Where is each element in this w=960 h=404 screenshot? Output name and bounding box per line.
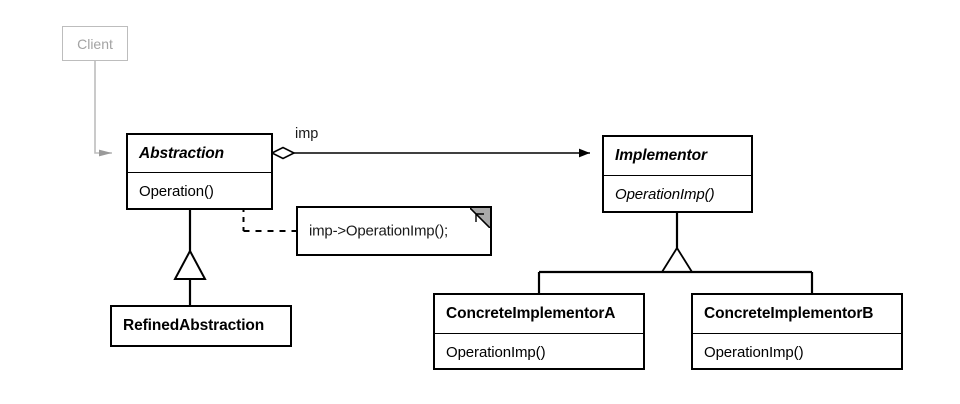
class-box-abstraction[interactable]: Abstraction Operation(): [126, 133, 273, 210]
edge-refinedabstraction-generalization: [173, 210, 207, 305]
class-box-concreteimplementorb[interactable]: ConcreteImplementorB OperationImp(): [691, 293, 903, 370]
association-label-imp: imp: [295, 126, 319, 142]
class-member-implementor-operationimp: OperationImp(): [604, 175, 751, 213]
edge-abstraction-to-implementor: [270, 146, 590, 160]
generalization-triangle-icon: [173, 248, 207, 280]
edge-client-to-abstraction: [94, 61, 112, 157]
class-box-implementor[interactable]: Implementor OperationImp(): [602, 135, 753, 213]
class-name-refinedabstraction: RefinedAbstraction: [123, 317, 265, 334]
class-name-concreteimplementorb: ConcreteImplementorB: [704, 305, 874, 322]
class-box-refinedabstraction[interactable]: RefinedAbstraction: [110, 305, 292, 347]
class-member-concreteimplementora-operationimp: OperationImp(): [435, 333, 643, 370]
class-member-concreteimplementorb-operationimp: OperationImp(): [693, 333, 901, 370]
class-box-concreteimplementora[interactable]: ConcreteImplementorA OperationImp(): [433, 293, 645, 370]
note-fold-corner-icon: [470, 208, 490, 228]
class-member-abstraction-operation: Operation(): [128, 172, 271, 210]
class-name-concreteimplementora: ConcreteImplementorA: [446, 305, 616, 322]
class-name-client: Client: [77, 35, 113, 52]
note-text: imp->OperationImp();: [309, 222, 448, 240]
note-box[interactable]: imp->OperationImp();: [296, 206, 492, 256]
generalization-triangle-icon: [660, 246, 694, 273]
class-name-implementor: Implementor: [615, 147, 707, 164]
aggregation-diamond-icon: [270, 146, 296, 160]
class-name-abstraction: Abstraction: [139, 144, 225, 162]
class-box-client[interactable]: Client: [62, 26, 128, 61]
edge-implementor-generalization: [537, 213, 814, 293]
